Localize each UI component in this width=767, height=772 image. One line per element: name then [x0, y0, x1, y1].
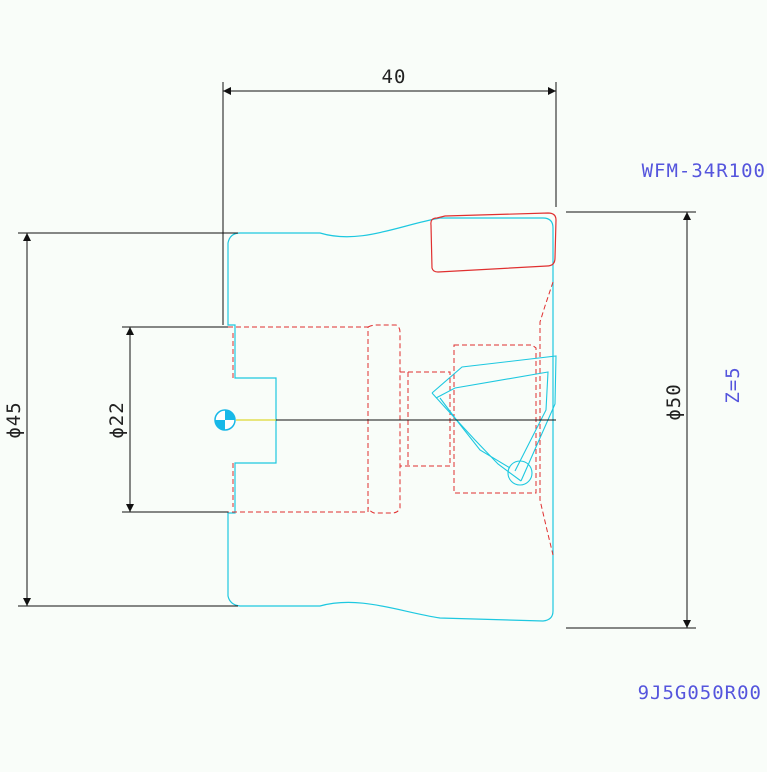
model-label: WFM-34R100	[642, 160, 766, 182]
insert-outline-1	[431, 355, 557, 482]
cutter-dim-text: ϕ50	[663, 383, 685, 420]
teeth-label: Z=5	[722, 366, 744, 403]
body-outer-profile	[227, 217, 554, 622]
insert-pocket	[430, 212, 557, 273]
insert-edges	[431, 355, 557, 486]
insert-outline-4	[439, 397, 511, 469]
flank-hidden	[539, 281, 554, 556]
groove-hidden	[367, 324, 401, 514]
dimension-lines	[18, 82, 696, 629]
code-label: 9J5G050R00	[638, 682, 762, 704]
bore-dim-text: ϕ22	[106, 401, 128, 438]
length-dim-text: 40	[382, 66, 407, 88]
neck-hidden	[400, 371, 451, 467]
insert-screw-circle	[507, 460, 533, 486]
insert-outline-2	[435, 371, 549, 472]
relief-hidden	[453, 344, 537, 494]
center-mark	[214, 409, 276, 431]
body-outline	[227, 217, 554, 622]
shank-dim-text: ϕ45	[3, 401, 25, 438]
insert-outline-3	[431, 392, 522, 482]
hidden-lines	[228, 281, 554, 556]
